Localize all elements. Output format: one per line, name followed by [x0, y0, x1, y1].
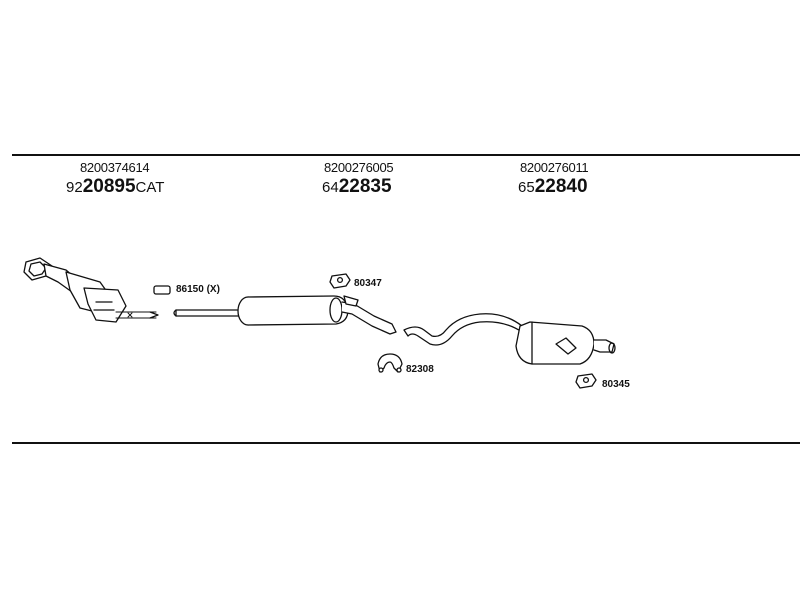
part-core: 22840 [534, 176, 588, 197]
catalytic-converter [23, 257, 159, 323]
clamp-icon [377, 353, 403, 373]
top-divider [12, 154, 800, 156]
part-number-catalyst: 9220895CAT [66, 176, 164, 198]
part-prefix: 92 [66, 179, 83, 196]
rear-silencer [515, 321, 616, 365]
clamp-ref: 82308 [406, 364, 434, 375]
bottom-divider [12, 442, 800, 444]
gasket-icon [153, 285, 171, 295]
part-suffix: CAT [135, 179, 165, 196]
part-prefix: 64 [322, 179, 339, 196]
hanger-mid-icon [329, 273, 351, 289]
hanger-ref-mid: 80347 [354, 278, 382, 289]
part-number-middle: 6422835 [322, 176, 392, 198]
oem-number-rear: 8200276011 [520, 160, 589, 175]
oem-number-middle: 8200276005 [324, 160, 394, 175]
part-core: 20895 [82, 176, 136, 197]
middle-silencer [173, 295, 397, 335]
part-prefix: 65 [518, 179, 535, 196]
hanger-rear-icon [575, 373, 597, 389]
gasket-ref: 86150 (X) [176, 284, 220, 295]
rear-connecting-pipe [403, 313, 523, 346]
part-number-rear: 6522840 [518, 176, 588, 198]
hanger-ref-rear: 80345 [602, 379, 630, 390]
oem-number-catalyst: 8200374614 [80, 160, 150, 175]
part-core: 22835 [338, 176, 392, 197]
